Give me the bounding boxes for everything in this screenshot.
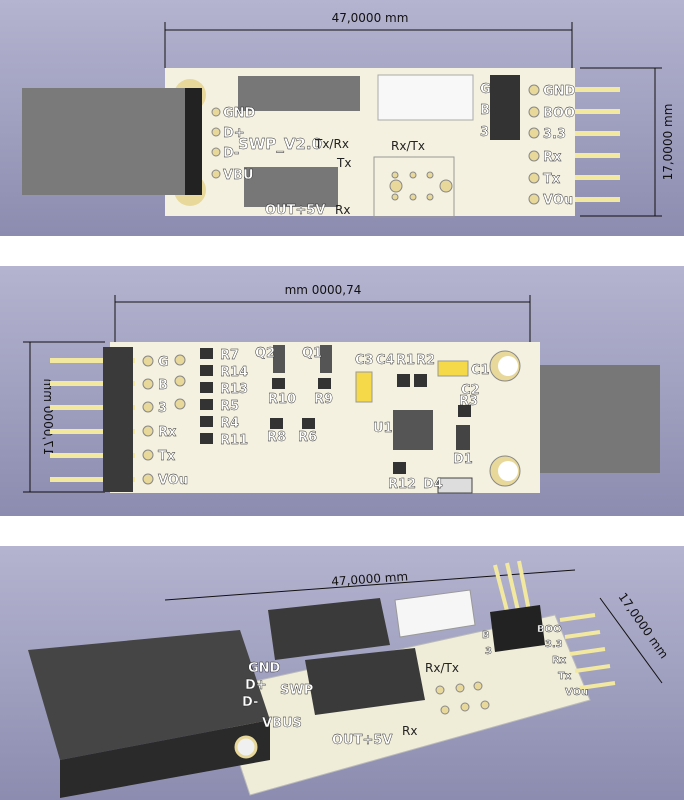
persp-label: VOu [565,687,588,698]
jst-connector [394,589,476,638]
ref-label: D1 [453,452,473,467]
header-label: G [480,82,491,97]
dimension-length-label: 47,0000 mm [331,569,409,588]
dimension-length-label: 47,0000 mm [332,11,409,25]
usb-label: GND [223,106,256,121]
dimension-width [580,67,662,217]
dimension-length [164,22,573,68]
persp-label: 3.3 [545,639,563,650]
ref-label: Q2 [255,346,275,361]
pin-label: Rx [543,150,562,165]
header-label: 3 [480,125,489,140]
ref-label: Q1 [302,346,322,361]
ref-label: R9 [314,392,333,407]
pin-label: B [158,378,168,393]
dimension-width-label: 17,0000 mm [661,104,675,181]
persp-label: Rx [552,655,567,666]
persp-label: Rx/Tx [425,661,459,675]
pin-label: BOO [543,106,575,121]
ref-label: R5 [220,399,239,414]
pin-label: GND [543,84,576,99]
pin-header [103,347,133,492]
pin-label: Rx [158,425,177,440]
ref-label: R10 [268,392,296,407]
perspective-view-panel: 47,0000 mm 17,0000 mm GND D+ D- SWP VBUS… [0,546,684,800]
dimension-length-mirrored: mm 0000,74 [285,283,362,297]
silk-out: OUT+5V [265,203,325,218]
component-block [305,648,425,715]
ref-label: R6 [298,430,317,445]
persp-label: Tx [558,671,572,682]
persp-label: B [482,630,490,641]
usb-label: D+ [223,126,245,141]
component-block [244,167,338,207]
ref-label: R13 [220,382,248,397]
persp-label: SWP [280,683,313,698]
persp-label: BOO [537,624,562,635]
ref-label: C4 [376,353,395,368]
persp-label: 3 [485,646,492,657]
ref-label: U1 [373,421,393,436]
persp-label: GND [248,661,281,676]
ref-label: R7 [220,348,239,363]
ref-label: R12 [388,477,416,492]
ref-label: R11 [220,433,248,448]
pin-label: VOu [158,473,188,488]
dimension-width-mirrored: 17,0000 mm [41,379,55,456]
silk-tx-rx: Tx/Rx [314,137,349,151]
pin-header [490,605,545,652]
pin-label: 3.3 [543,127,566,142]
pin-label: 3 [158,401,167,416]
chip-u1 [393,410,433,450]
ref-label: R1 [396,353,415,368]
pin-label: G [158,355,169,370]
ref-label: R14 [220,365,248,380]
ref-label: R4 [220,416,239,431]
usb-label: D- [223,146,239,161]
persp-label: D- [242,695,258,710]
component-block [268,598,390,660]
usb-connector [530,365,660,473]
persp-label: OUT+5V [332,733,392,748]
board-name: SWP_V2.0 [238,135,322,153]
top-view-panel: 47,0000 mm 17,0000 mm GND D+ D- VBU SWP_… [0,0,684,236]
pin-label: Tx [158,449,176,464]
bottom-view-panel: mm 0000,74 17,0000 mm G B [0,266,684,516]
pin-leads [575,87,620,202]
jst-connector [377,74,474,121]
component-block [238,76,360,111]
silk-rx-tx: Rx/Tx [391,139,425,153]
ref-label: D4 [423,477,443,492]
persp-label: D+ [245,678,267,693]
ref-label: C3 [355,353,374,368]
ref-label: C2 [461,383,480,398]
ref-label: C1 [471,363,490,378]
pin-header [490,75,520,140]
usb-label: VBU [223,168,254,183]
usb-connector [22,88,202,195]
silk-tx: Tx [336,156,351,170]
ref-label: R3 [459,394,478,409]
usb-connector [28,630,270,760]
header-label: B [480,103,490,118]
pin-label: VOu [543,193,573,208]
persp-label: Rx [402,724,417,738]
ref-label: R2 [416,353,435,368]
pin-label: Tx [543,172,561,187]
ref-label: R8 [267,430,286,445]
persp-label: VBUS [262,716,302,731]
silk-rx: Rx [335,203,350,217]
